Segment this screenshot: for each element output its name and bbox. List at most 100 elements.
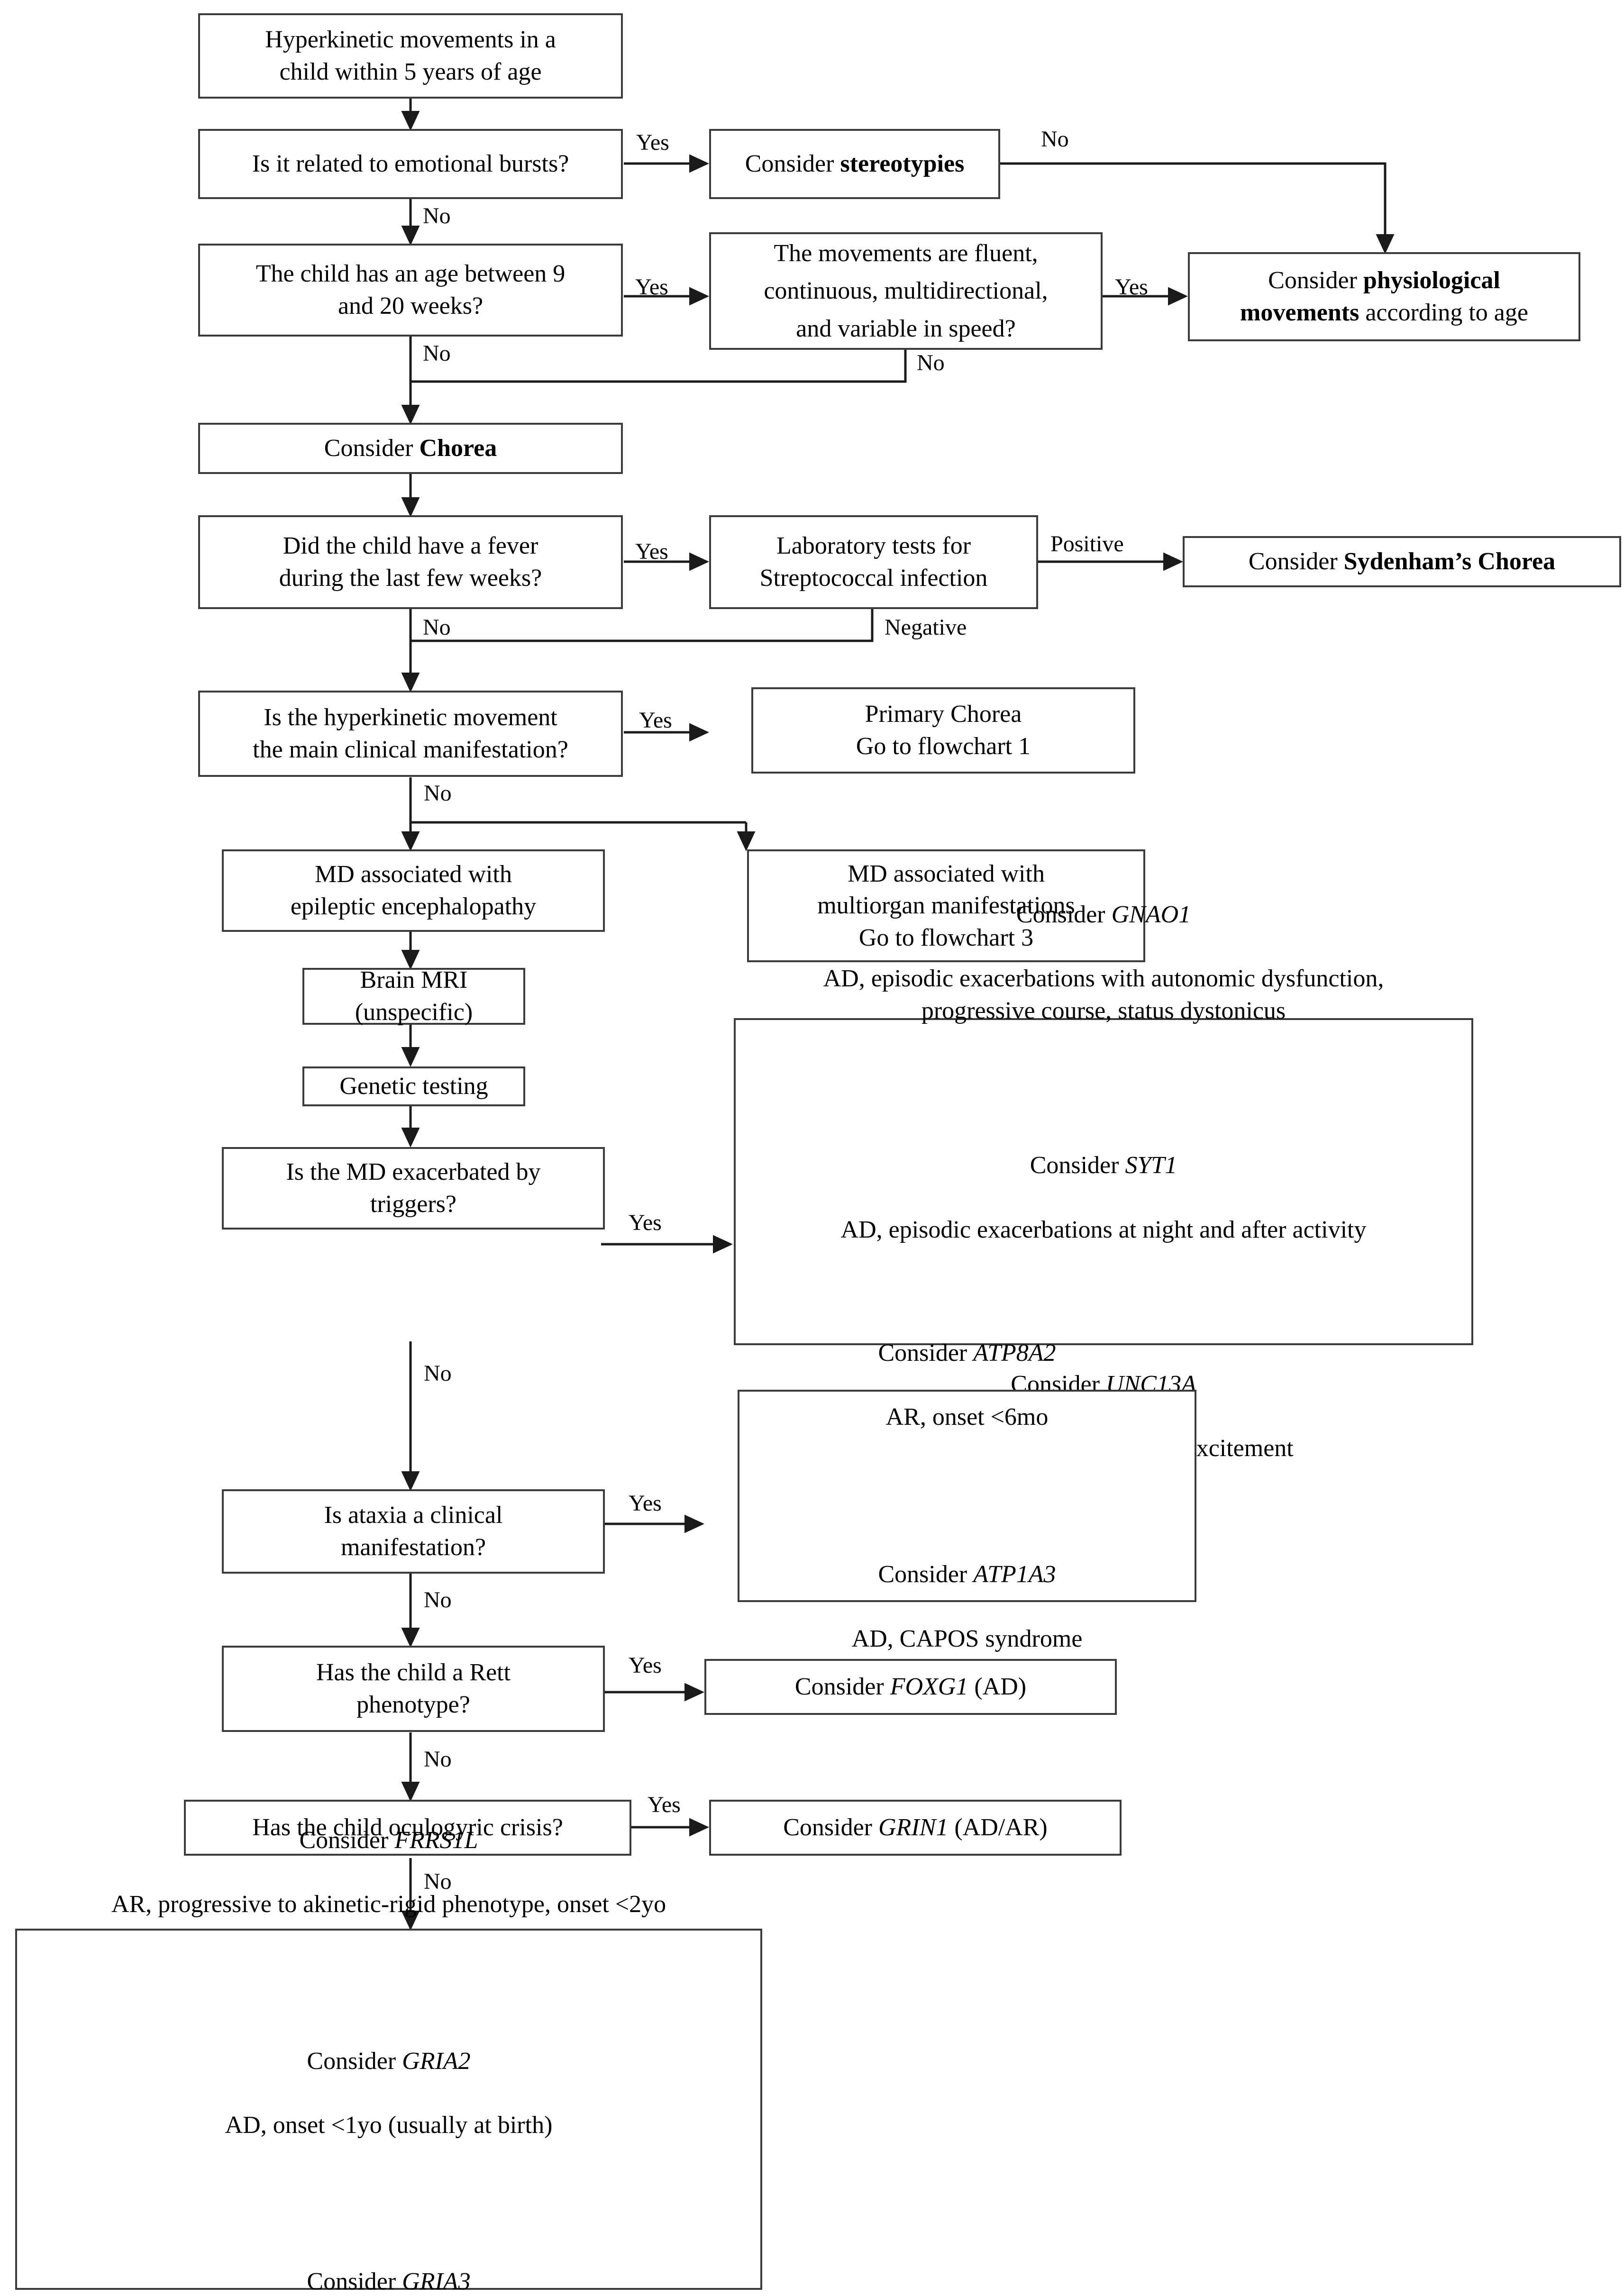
node-result-physiological-term: physiological movements — [1240, 267, 1500, 326]
gene-detail: AR, progressive to akinetic-rigid phenot… — [111, 1891, 666, 1918]
node-question-ataxia: Is ataxia a clinical manifestation? — [222, 1489, 605, 1574]
node-question-emotional-bursts-label: Is it related to emotional bursts? — [252, 150, 569, 178]
node-question-movements-fluent-label: The movements are fluent, continuous, mu… — [764, 240, 1048, 342]
gene-symbol: GRIN1 — [878, 1814, 949, 1841]
node-md-epileptic-encephalopathy: MD associated with epileptic encephalopa… — [222, 849, 605, 932]
node-laboratory-tests-label: Laboratory tests for Streptococcal infec… — [759, 532, 988, 592]
gene-symbol: ATP8A2 — [973, 1339, 1056, 1367]
node-result-grin1: Consider GRIN1 (AD/AR) — [709, 1800, 1122, 1856]
node-question-main-manifestation-label: Is the hyperkinetic movement the main cl… — [253, 704, 568, 763]
node-question-rett-label: Has the child a Rett phenotype? — [316, 1659, 511, 1718]
node-result-sydenham-prefix: Consider — [1248, 548, 1344, 575]
node-question-fever: Did the child have a fever during the la… — [198, 515, 623, 609]
node-question-ataxia-label: Is ataxia a clinical manifestation? — [324, 1502, 503, 1561]
gene-symbol: GRIA2 — [402, 2047, 471, 2075]
node-genes-ataxia-panel: Consider ATP8A2 AR, onset <6mo Consider … — [738, 1339, 1196, 1652]
node-question-oculogyric-label: Has the child oculogyric crisis? — [252, 1814, 563, 1841]
node-result-physiological-movements: Consider physiological movements accordi… — [1188, 252, 1580, 341]
gene-consider-prefix: Consider — [878, 1339, 974, 1367]
gene-entry: Consider GRIA2 AD, onset <1yo (usually a… — [24, 2013, 754, 2173]
gene-detail: AD, episodic exacerbations with autonomi… — [823, 965, 1384, 1025]
node-result-primary-chorea-label: Primary Chorea Go to flowchart 1 — [856, 701, 1031, 760]
node-result-foxg1-prefix: Consider — [794, 1673, 890, 1701]
edge-label-movements-no: No — [917, 350, 945, 375]
gene-symbol: ATP1A3 — [973, 1561, 1056, 1588]
gene-entry: Consider ATP1A3 AD, CAPOS syndrome — [746, 1527, 1188, 1687]
gene-symbol: FOXG1 — [890, 1673, 968, 1701]
gene-entry: Consider SYT1 AD, episodic exacerbations… — [742, 1118, 1465, 1278]
node-genes-final-panel: Consider FRRS1L AR, progressive to akine… — [15, 1827, 762, 2295]
edge-label-stereotypies-no: No — [1041, 127, 1069, 152]
node-result-grin1-prefix: Consider — [783, 1814, 878, 1841]
node-result-physiological-prefix: Consider — [1268, 267, 1363, 294]
node-result-grin1-suffix: (AD/AR) — [948, 1814, 1048, 1841]
gene-entry: Consider GRIA3 X-linked inheritance, exa… — [24, 2234, 754, 2296]
gene-consider-prefix: Consider — [1030, 1152, 1125, 1179]
gene-consider-prefix: Consider — [878, 1561, 974, 1588]
edge-label-ataxia-yes: Yes — [629, 1491, 662, 1516]
edge-label-oculogyric-yes: Yes — [648, 1792, 681, 1817]
gene-entry: Consider GNAO1 AD, episodic exacerbation… — [742, 867, 1465, 1059]
node-result-stereotypies-term: stereotypies — [840, 150, 965, 178]
node-question-emotional-bursts: Is it related to emotional bursts? — [198, 129, 623, 199]
gene-detail: AD, onset <1yo (usually at birth) — [225, 2112, 553, 2139]
node-question-rett-phenotype: Has the child a Rett phenotype? — [222, 1646, 605, 1732]
node-result-primary-chorea: Primary Chorea Go to flowchart 1 — [751, 687, 1135, 774]
edge-label-age-weeks-no: No — [423, 341, 451, 366]
node-md-multiorgan-label: MD associated with multiorgan manifestat… — [817, 860, 1075, 951]
node-laboratory-tests: Laboratory tests for Streptococcal infec… — [709, 515, 1038, 609]
edge-label-oculogyric-no: No — [424, 1869, 452, 1894]
edge-label-rett-no: No — [424, 1747, 452, 1772]
node-genetic-testing-label: Genetic testing — [339, 1073, 488, 1100]
node-md-multiorgan-manifestations: MD associated with multiorgan manifestat… — [747, 849, 1145, 962]
node-result-chorea-prefix: Consider — [324, 435, 420, 462]
node-brain-mri-label: Brain MRI (unspecific) — [355, 966, 473, 1026]
gene-symbol: FRRS1L — [394, 1827, 478, 1854]
node-result-foxg1: Consider FOXG1 (AD) — [704, 1659, 1117, 1715]
gene-detail: AR, onset <6mo — [885, 1403, 1049, 1431]
gene-symbol: GRIA3 — [402, 2268, 471, 2296]
gene-consider-prefix: Consider — [1016, 901, 1112, 929]
gene-symbol: SYT1 — [1125, 1152, 1177, 1179]
node-result-physiological-suffix: according to age — [1359, 299, 1528, 326]
node-result-sydenham-chorea: Consider Sydenham’s Chorea — [1183, 536, 1621, 587]
node-question-fever-label: Did the child have a fever during the la… — [279, 532, 542, 592]
node-result-sydenham-term: Sydenham’s Chorea — [1343, 548, 1556, 575]
edge-label-fever-yes: Yes — [635, 539, 668, 564]
node-question-age-weeks: The child has an age between 9 and 20 we… — [198, 244, 623, 337]
node-result-stereotypies: Consider stereotypies — [709, 129, 1000, 199]
edge-label-lab-positive: Positive — [1050, 531, 1124, 556]
edge-label-ataxia-no: No — [424, 1587, 452, 1613]
gene-detail: AD, CAPOS syndrome — [851, 1625, 1083, 1652]
gene-consider-prefix: Consider — [307, 2268, 402, 2296]
node-start: Hyperkinetic movements in a child within… — [198, 13, 623, 99]
node-question-main-manifestation: Is the hyperkinetic movement the main cl… — [198, 691, 623, 777]
edge-label-rett-yes: Yes — [629, 1653, 662, 1678]
gene-detail: AD, episodic exacerbations at night and … — [840, 1216, 1367, 1243]
edge-label-triggers-no: No — [424, 1361, 452, 1386]
edge-label-movements-yes: Yes — [1115, 274, 1148, 300]
edge-label-main-yes: Yes — [639, 708, 672, 733]
edge-label-emotional-no: No — [423, 203, 451, 228]
node-question-triggers: Is the MD exacerbated by triggers? — [222, 1147, 605, 1230]
gene-entry: Consider ATP8A2 AR, onset <6mo — [746, 1305, 1188, 1465]
node-result-foxg1-suffix: (AD) — [968, 1673, 1027, 1701]
node-question-age-weeks-label: The child has an age between 9 and 20 we… — [255, 260, 566, 319]
node-question-movements-fluent: The movements are fluent, continuous, mu… — [709, 232, 1103, 350]
node-result-chorea-term: Chorea — [419, 435, 497, 462]
node-question-oculogyric-crisis: Has the child oculogyric crisis? — [184, 1800, 631, 1856]
node-genetic-testing: Genetic testing — [302, 1066, 525, 1106]
gene-consider-prefix: Consider — [307, 2047, 402, 2075]
edge-label-age-weeks-yes: Yes — [635, 274, 668, 300]
gene-entry: Consider FRRS1L AR, progressive to akine… — [24, 1793, 754, 1953]
gene-consider-prefix: Consider — [299, 1827, 395, 1854]
node-result-stereotypies-prefix: Consider — [745, 150, 840, 178]
node-result-consider-chorea: Consider Chorea — [198, 423, 623, 474]
edge-label-triggers-yes: Yes — [629, 1210, 662, 1235]
edge-label-main-no: No — [424, 781, 452, 806]
node-start-label: Hyperkinetic movements in a child within… — [265, 26, 556, 85]
node-question-triggers-label: Is the MD exacerbated by triggers? — [286, 1158, 541, 1218]
node-brain-mri: Brain MRI (unspecific) — [302, 966, 525, 1026]
gene-symbol: GNAO1 — [1111, 901, 1191, 929]
